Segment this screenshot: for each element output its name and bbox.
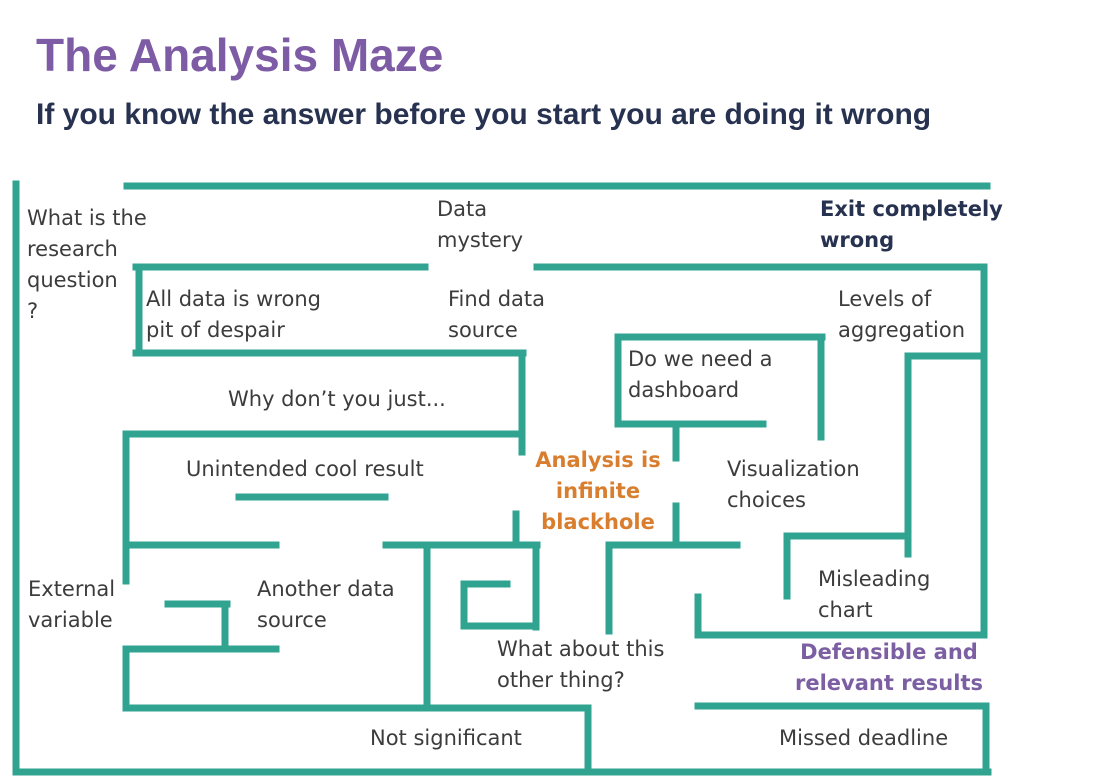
- maze-label-data-mystery: Data mystery: [437, 197, 524, 252]
- maze-label-find-data-source: Find data source: [448, 287, 546, 342]
- page-title: The Analysis Maze: [36, 29, 444, 81]
- maze-label-missed-deadline: Missed deadline: [779, 726, 949, 750]
- maze-label-levels-of-aggregation: Levels of aggregation: [838, 287, 966, 342]
- maze-label-not-significant: Not significant: [370, 726, 522, 750]
- maze-label-unintended-cool-result: Unintended cool result: [186, 457, 424, 481]
- maze-label-all-data-wrong: All data is wrong pit of despair: [146, 287, 321, 342]
- maze-label-exit-completely-wrong: Exit completely wrong: [820, 197, 1003, 252]
- maze-label-why-dont-you-just: Why don’t you just...: [228, 387, 446, 411]
- maze-label-visualization-choices: Visualization choices: [727, 457, 860, 512]
- maze-label-external-variable: External variable: [28, 577, 116, 632]
- maze-label-another-data-source: Another data source: [257, 577, 395, 632]
- page-subtitle: If you know the answer before you start …: [36, 98, 932, 131]
- maze-label-what-about-other-thing: What about this other thing?: [497, 637, 665, 692]
- maze-label-misleading-chart: Misleading chart: [818, 567, 931, 622]
- maze-label-analysis-infinite-blackhole: Analysis is infinite blackhole: [535, 448, 661, 534]
- maze-label-research-question: What is the research question ?: [27, 206, 147, 323]
- maze-label-do-we-need-dashboard: Do we need a dashboard: [628, 347, 773, 402]
- maze-label-defensible-relevant-results: Defensible and relevant results: [795, 640, 983, 695]
